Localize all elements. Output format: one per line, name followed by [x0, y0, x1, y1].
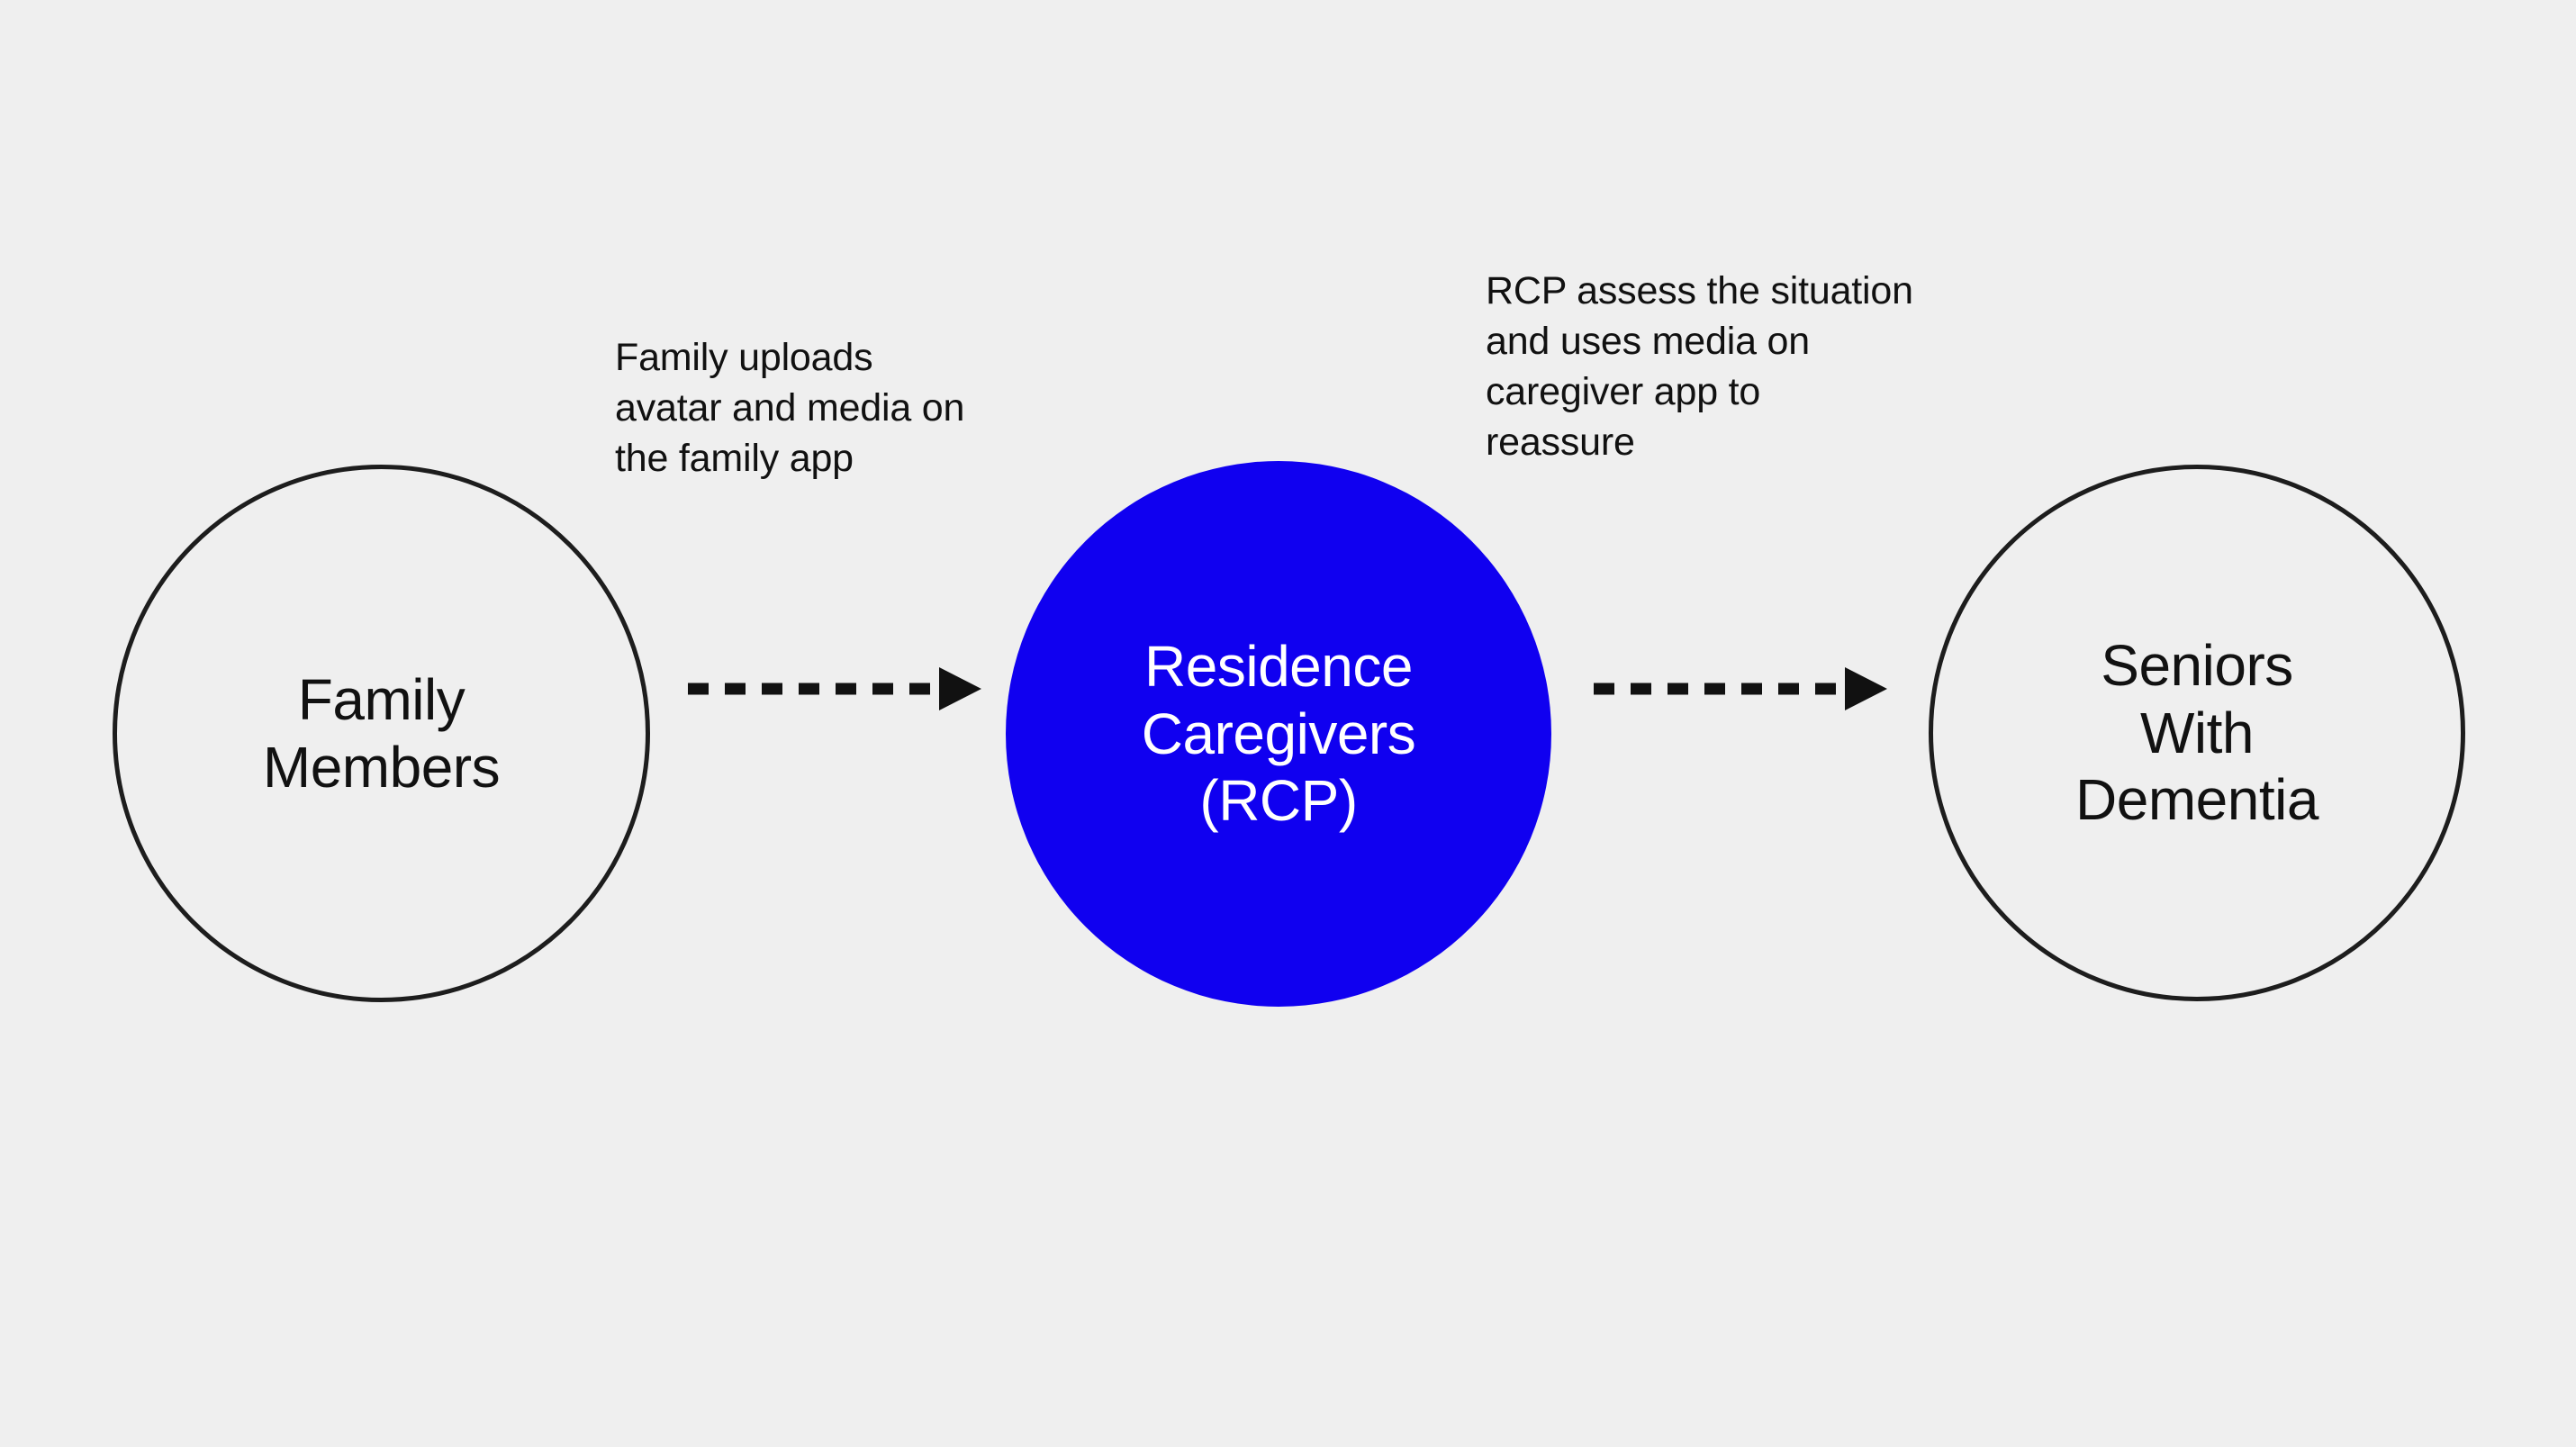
arrow-rcp-to-seniors — [1590, 662, 1887, 716]
edge-label-family-to-rcp: Family uploads avatar and media on the f… — [615, 336, 965, 480]
node-residence-caregivers-label: Residence Caregivers (RCP) — [1141, 633, 1416, 834]
arrowhead-triangle-icon — [1845, 667, 1887, 710]
node-family-members[interactable]: Family Members — [113, 465, 650, 1002]
node-seniors-with-dementia-label: Seniors With Dementia — [2075, 632, 2318, 833]
arrow-family-to-rcp-icon — [688, 667, 981, 710]
edge-label-rcp-to-seniors: RCP assess the situation and uses media … — [1486, 269, 1913, 464]
node-residence-caregivers[interactable]: Residence Caregivers (RCP) — [1006, 461, 1551, 1007]
arrow-rcp-to-seniors-icon — [1594, 667, 1887, 710]
arrowhead-triangle-icon — [939, 667, 981, 710]
node-seniors-with-dementia[interactable]: Seniors With Dementia — [1929, 465, 2465, 1001]
node-family-members-label: Family Members — [262, 666, 501, 800]
arrow-family-to-rcp — [684, 662, 981, 716]
